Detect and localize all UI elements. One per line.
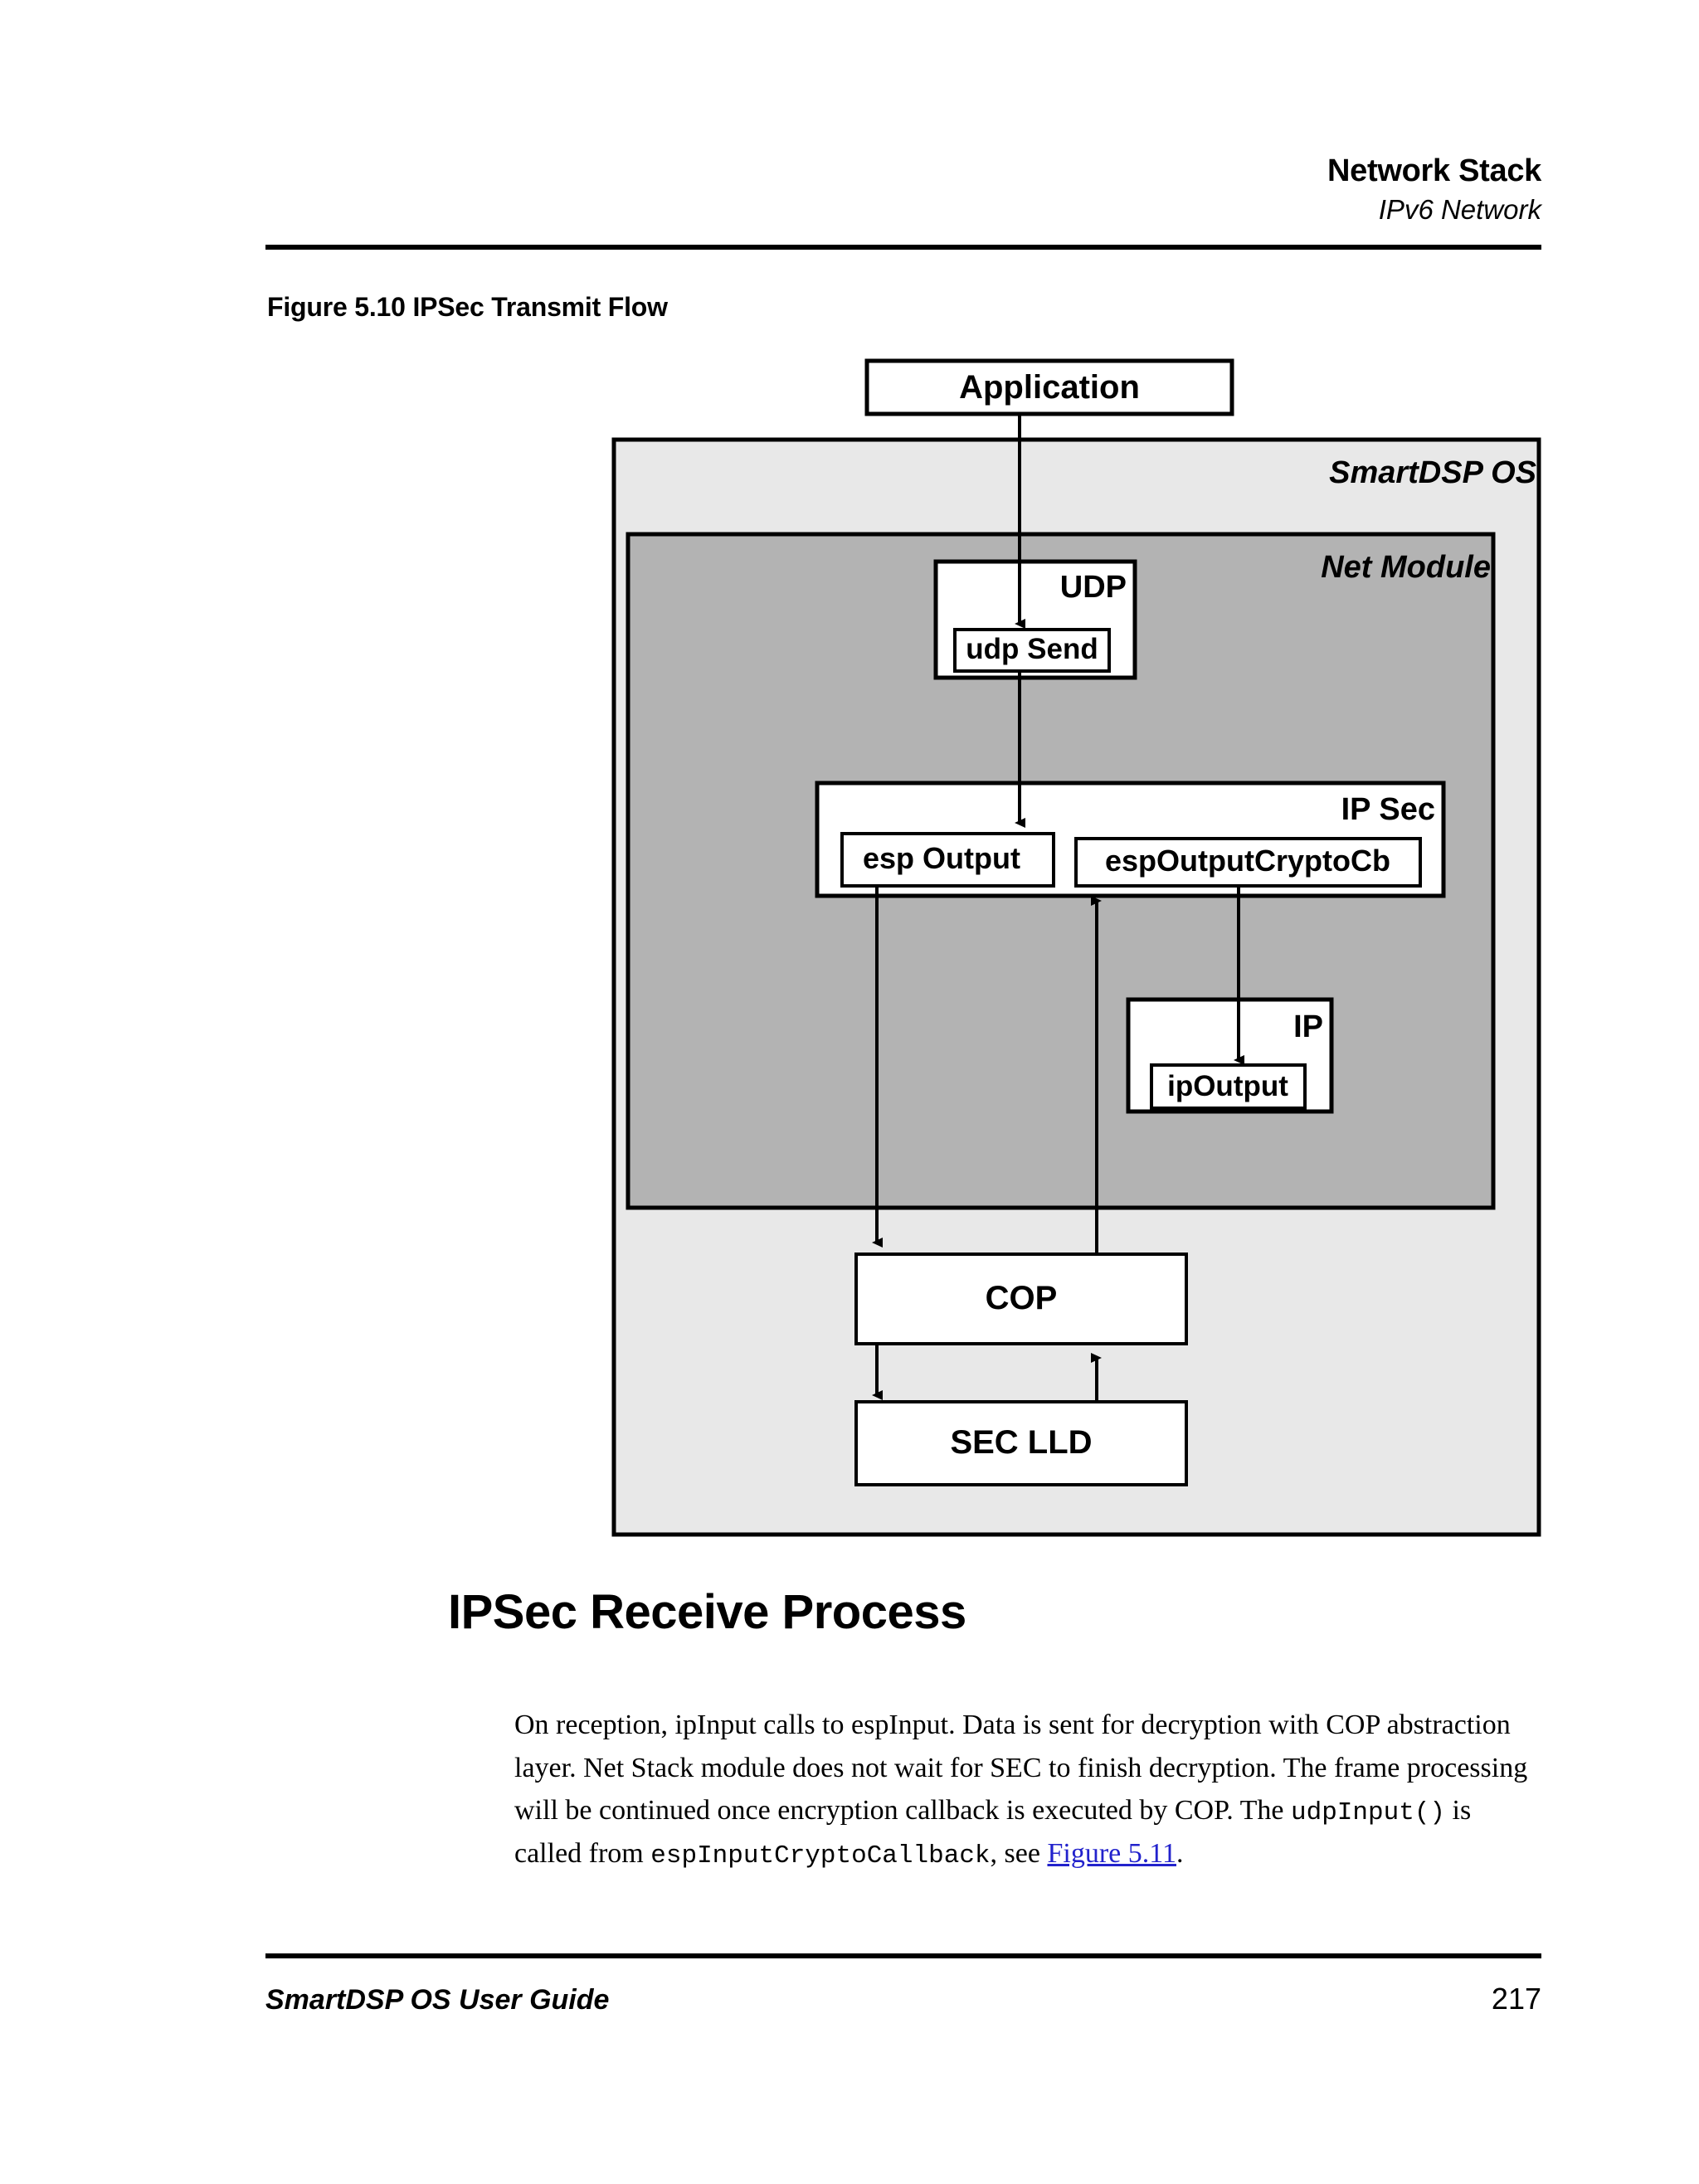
node-ip-output-label: ipOutput (1167, 1070, 1288, 1102)
node-sec-lld: SEC LLD (854, 1400, 1188, 1486)
section-heading: IPSec Receive Process (448, 1585, 966, 1639)
node-udp-send-label: udp Send (966, 633, 1098, 665)
page-footer: SmartDSP OS User Guide 217 (265, 1953, 1541, 2016)
paragraph-part-4: . (1176, 1838, 1184, 1870)
paragraph-part-2: is called from (514, 1795, 1472, 1870)
node-sec-lld-label: SEC LLD (950, 1424, 1092, 1461)
code-esp-input-crypto-callback: espInputCryptoCallback (650, 1841, 991, 1871)
paragraph-part-3: , see (990, 1838, 1048, 1870)
node-esp-output-crypto-cb-label: espOutputCryptoCb (1105, 844, 1390, 878)
node-ip-output: ipOutput (1150, 1063, 1307, 1110)
node-esp-output: esp Output (840, 832, 1055, 888)
footer-divider (265, 1953, 1541, 1958)
footer-document-title: SmartDSP OS User Guide (265, 1984, 610, 2016)
paragraph-part-1: On reception, ipInput calls to espInput.… (514, 1710, 1528, 1826)
node-esp-output-label: esp Output (863, 841, 1020, 875)
container-smartdsp-os-label: SmartDSP OS (1329, 455, 1536, 490)
figure-caption: Figure 5.10 IPSec Transmit Flow (267, 292, 668, 322)
node-application-label: Application (959, 369, 1140, 406)
node-cop-label: COP (986, 1280, 1058, 1316)
container-udp-label: UDP (1060, 570, 1127, 605)
node-application: Application (864, 358, 1234, 416)
page-header: Network Stack IPv6 Network (265, 153, 1541, 250)
section-paragraph: On reception, ipInput calls to espInput.… (514, 1704, 1543, 1876)
footer-page-number: 217 (1491, 1982, 1541, 2016)
node-esp-output-crypto-cb: espOutputCryptoCb (1074, 837, 1422, 888)
container-net-module-label: Net Module (1321, 550, 1491, 585)
container-ip-label: IP (1293, 1009, 1323, 1044)
header-title: Network Stack (1327, 153, 1541, 188)
container-ip-sec-label: IP Sec (1341, 792, 1435, 827)
header-divider (265, 244, 1541, 250)
node-udp-send: udp Send (953, 628, 1111, 673)
code-udp-input: udpInput() (1291, 1798, 1446, 1828)
figure-5-11-link[interactable]: Figure 5.11 (1047, 1838, 1176, 1870)
node-cop: COP (854, 1253, 1188, 1345)
header-subtitle: IPv6 Network (1378, 193, 1541, 225)
ipsec-transmit-flow-diagram: Application SmartDSP OS Net Module UDP (0, 332, 1699, 1559)
